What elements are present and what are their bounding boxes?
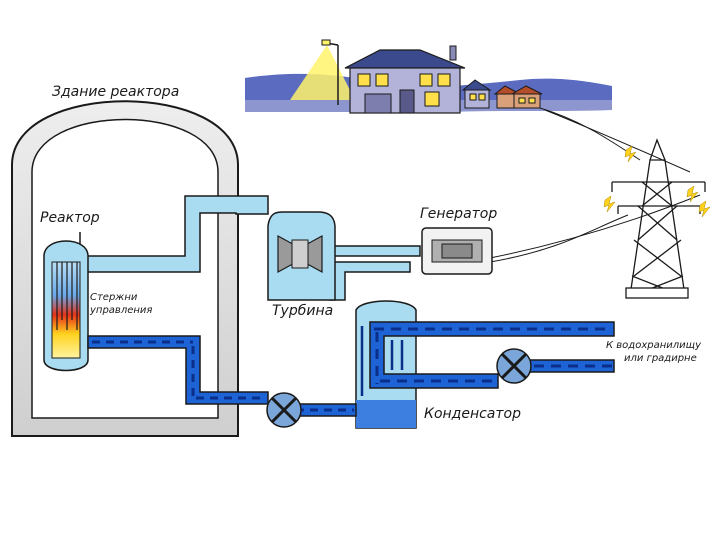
turbine	[267, 211, 336, 301]
power-pylon-icon	[611, 138, 706, 299]
control-rods	[56, 262, 78, 330]
feedwater-dashes	[92, 340, 354, 412]
landscape	[245, 39, 612, 114]
reactor-building-label: Здание реактора	[52, 84, 180, 100]
condenser-coil	[360, 326, 404, 396]
steam-pipes	[79, 195, 421, 301]
small-house-icon	[461, 79, 492, 109]
reactor-vessel	[43, 240, 89, 372]
cooling-pump-icon	[496, 348, 532, 384]
control-rods-label-line2: управления	[90, 305, 153, 316]
small-house-icon-3	[510, 85, 543, 109]
reservoir-label-line2: или градирне	[624, 353, 697, 364]
turbine-label: Турбина	[272, 303, 334, 319]
cooling-dashes	[374, 327, 612, 384]
condenser-label: Конденсатор	[424, 406, 521, 422]
generator-label: Генератор	[420, 206, 498, 222]
reactor-label: Реактор	[40, 210, 100, 226]
pump-icon	[266, 392, 302, 428]
main-house-icon	[344, 45, 466, 114]
reservoir-label-line1: К водохранилищу	[606, 340, 701, 351]
generator	[421, 227, 493, 275]
spark-icon	[603, 145, 711, 218]
lamp-light-cone	[290, 45, 355, 100]
control-rods-label-line1: Стержни	[90, 292, 138, 303]
condenser	[355, 300, 417, 429]
small-house-icon-2	[493, 85, 521, 109]
